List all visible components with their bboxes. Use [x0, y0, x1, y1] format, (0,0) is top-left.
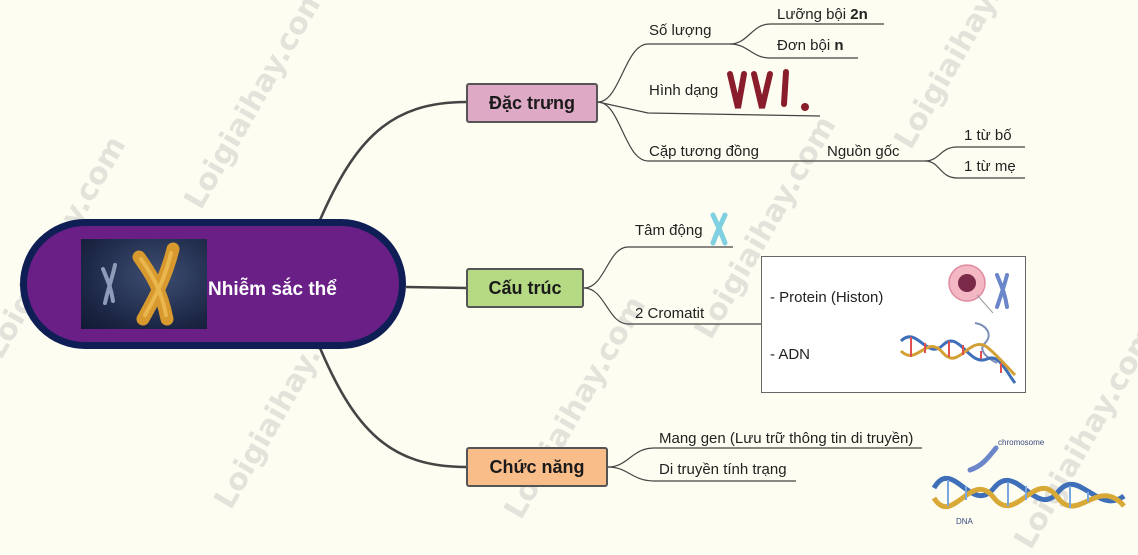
centromere-icon: [710, 212, 728, 246]
label-don-boi: Đơn bội n: [777, 37, 844, 55]
connector-root-dac-trung: [318, 100, 467, 221]
branch-dac-trung[interactable]: Đặc trưng: [466, 83, 598, 123]
label-tam-dong: Tâm động: [635, 222, 703, 239]
dna-helix-image: [899, 322, 1017, 384]
label-tu-me: 1 từ mẹ: [964, 158, 1016, 175]
branch-chuc-nang-label: Chức năng: [489, 456, 585, 477]
root-title: Nhiễm sắc thể: [208, 279, 337, 300]
label-nguon-goc: Nguồn gốc: [827, 143, 900, 160]
luong-boi-value: 2n: [850, 6, 868, 23]
label-cap-tuong-dong: Cặp tương đồng: [649, 143, 759, 160]
connector-lines: [318, 23, 1025, 482]
structure-detail-box: - Protein (Histon) - ADN: [761, 256, 1026, 393]
label-tu-bo: 1 từ bố: [964, 127, 1012, 144]
dna-chromosome-image: chromosome DNA: [931, 438, 1126, 526]
chromosome-caption: chromosome: [998, 438, 1045, 447]
chromosome-image: [81, 239, 207, 329]
dna-caption: DNA: [956, 517, 974, 526]
branch-dac-trung-label: Đặc trưng: [488, 92, 576, 113]
cell-nucleus-image: [948, 264, 1009, 314]
chromosome-shapes-image: [727, 69, 809, 111]
connector-root-chuc-nang: [318, 347, 467, 469]
don-boi-text: Đơn bội: [777, 37, 831, 54]
branch-chuc-nang[interactable]: Chức năng: [466, 447, 608, 487]
branch-cau-truc-label: Cấu trúc: [488, 277, 562, 298]
label-hinh-dang: Hình dạng: [649, 82, 719, 99]
branch-cau-truc[interactable]: Cấu trúc: [466, 268, 584, 308]
label-cromatit: 2 Cromatit: [635, 305, 705, 322]
label-protein: - Protein (Histon): [770, 289, 884, 306]
label-di-truyen: Di truyền tính trạng: [659, 461, 787, 478]
don-boi-value: n: [834, 37, 844, 54]
root-node[interactable]: Nhiễm sắc thể: [20, 219, 406, 349]
label-adn: - ADN: [770, 346, 811, 363]
luong-boi-text: Lưỡng bội: [777, 6, 847, 23]
label-mang-gen: Mang gen (Lưu trữ thông tin di truyền): [659, 430, 914, 447]
label-so-luong: Số lượng: [649, 22, 712, 39]
connector-root-cau-truc: [405, 285, 467, 290]
label-luong-boi: Lưỡng bội 2n: [777, 6, 868, 24]
